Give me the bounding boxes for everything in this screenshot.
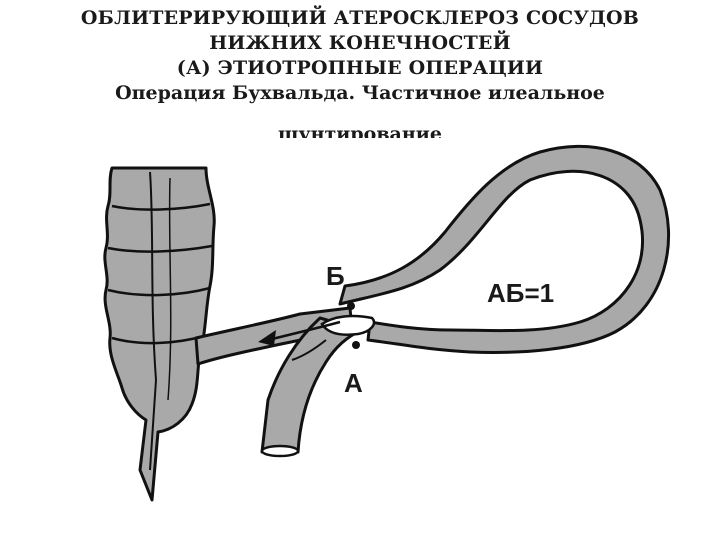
colon bbox=[105, 168, 214, 500]
point-a bbox=[352, 341, 360, 349]
label-b: Б bbox=[326, 261, 345, 291]
label-a: А bbox=[344, 368, 363, 398]
ileal-loop bbox=[340, 146, 669, 352]
label-ratio: АБ=1 bbox=[487, 278, 554, 308]
point-b bbox=[347, 302, 355, 310]
ileum-lumen-end bbox=[262, 446, 298, 456]
